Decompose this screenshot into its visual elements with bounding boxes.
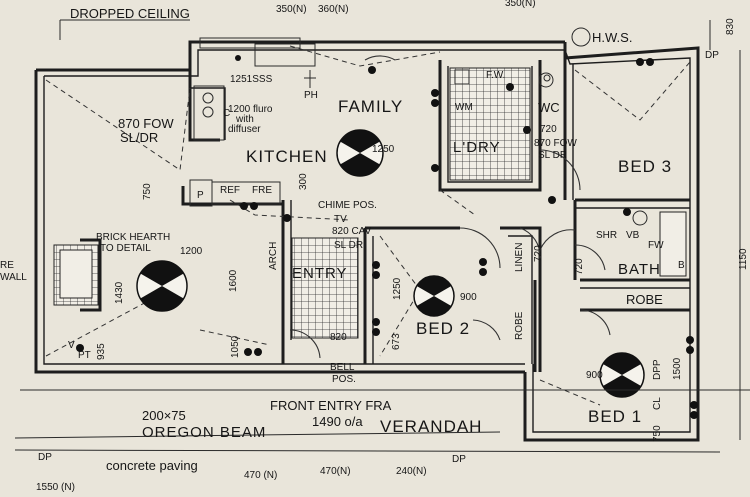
label-fow-wc: 870 FOW [534,138,577,149]
label-hws: H.W.S. [592,30,632,45]
label-oa: 1490 o/a [312,414,363,429]
label-dim-1500: 1500 [672,357,683,380]
label-dim-830: 830 [725,18,736,35]
label-dim-350b: 350(N) [505,0,536,9]
label-oregon-beam: OREGON BEAM [142,424,266,441]
label-p: P [197,190,204,201]
label-sldr-kitchen: SL/DR [120,130,158,145]
label-dp-bottom: DP [452,454,466,465]
door-swings [289,55,611,359]
fixtures [14,19,750,453]
label-dim-1250-family: 1250 [372,144,395,155]
label-dp-left: DP [38,452,52,463]
label-dim-1600: 1600 [228,269,239,292]
label-dim-470a: 470 (N) [244,470,277,481]
label-fluro-2: with [235,114,254,125]
label-fow-kitchen: 870 FOW [118,116,174,131]
label-pt: PT [78,350,91,361]
label-re: RE [0,260,14,271]
label-wc: WC [538,100,560,115]
label-chime: CHIME POS. [318,200,377,211]
label-dim-750-bed1: 750 [652,425,663,442]
label-dim-720-linen: 720 [533,245,544,262]
label-beam-size: 200×75 [142,408,186,423]
label-arch: ARCH [268,242,279,270]
label-bed3: BED 3 [618,157,672,176]
label-dp-top: DP [705,50,719,61]
label-vb: VB [626,230,640,241]
label-dim-935: 935 [96,343,107,360]
label-bell: BELL [330,362,355,373]
label-dim-1430: 1430 [114,281,125,304]
label-v: V [68,340,75,351]
label-dim-820: 820 [330,332,347,343]
label-sldr-wc: SL DR [538,150,567,161]
label-dim-750: 750 [142,183,153,200]
label-verandah: VERANDAH [380,417,482,436]
label-dim-1550: 1550 (N) [36,482,75,493]
ceiling-fan-bed1 [599,352,645,398]
label-concrete: concrete paving [106,458,198,473]
power-points [76,55,698,419]
label-dim-1150: 1150 [738,248,749,270]
label-wm: WM [455,102,473,113]
label-dropped-ceiling: DROPPED CEILING [70,6,190,21]
ceiling-fan-bed2 [413,275,455,317]
label-tv: TV [334,214,347,225]
label-laundry: L'DRY [453,139,501,156]
entry-tiles [291,237,359,339]
label-to-detail: TO DETAIL [100,243,151,254]
label-fre: FRE [252,185,272,196]
label-dim-720-bath: 720 [574,258,585,275]
bath-tub [659,211,687,277]
label-ref: REF [220,185,240,196]
label-robe-bath: ROBE [626,292,663,307]
laundry-tiles [449,67,531,181]
label-dim-1251: 1251SSS [230,74,273,85]
label-fluro-1: 1200 fluro [228,104,273,115]
ceiling-diagonals [45,45,691,406]
label-fluro-3: diffuser [228,124,261,135]
label-dim-1050: 1050 [230,335,241,358]
label-bed1: BED 1 [588,407,642,426]
label-dim-673: 673 [391,333,402,350]
label-family: FAMILY [338,97,403,116]
label-dpp: DPP [652,359,663,380]
label-fw-bath: FW [648,240,664,251]
label-dim-300: 300 [298,173,309,190]
ceiling-fan-family [336,129,384,177]
label-linen: LINEN [514,243,525,272]
ceiling-fan-lounge [136,260,188,312]
label-entry: ENTRY [292,265,348,282]
label-dim-900-bed1: 900 [586,370,603,381]
label-dim-720-wc: 720 [540,124,557,135]
label-kitchen-c: C [223,108,230,119]
label-dim-360: 360(N) [318,4,349,15]
label-sldr-entry: SL DR [334,240,363,251]
label-robe-bed2: ROBE [514,311,525,340]
label-dim-470b: 470(N) [320,466,351,477]
label-wall: WALL [0,272,27,283]
label-kitchen: KITCHEN [246,147,328,166]
label-brick-hearth: BRICK HEARTH [96,232,170,243]
label-dim-1250-bed2: 1250 [392,277,403,300]
label-shr: SHR [596,230,617,241]
label-fw: F.W. [486,70,505,81]
label-bed2: BED 2 [416,319,470,338]
label-bell-pos: POS. [332,374,356,385]
label-cav: 820 CAV [332,226,372,237]
label-dim-350: 350(N) [276,4,307,15]
label-cl: CL [652,397,663,410]
label-front-entry: FRONT ENTRY FRA [270,398,392,413]
label-ph: PH [304,90,318,101]
label-dim-900-bed2: 900 [460,292,477,303]
outer-walls [34,40,700,442]
label-dim-240: 240(N) [396,466,427,477]
label-dim-1200: 1200 [180,246,203,257]
label-bath: BATH [618,261,661,278]
label-b: B [678,260,685,271]
